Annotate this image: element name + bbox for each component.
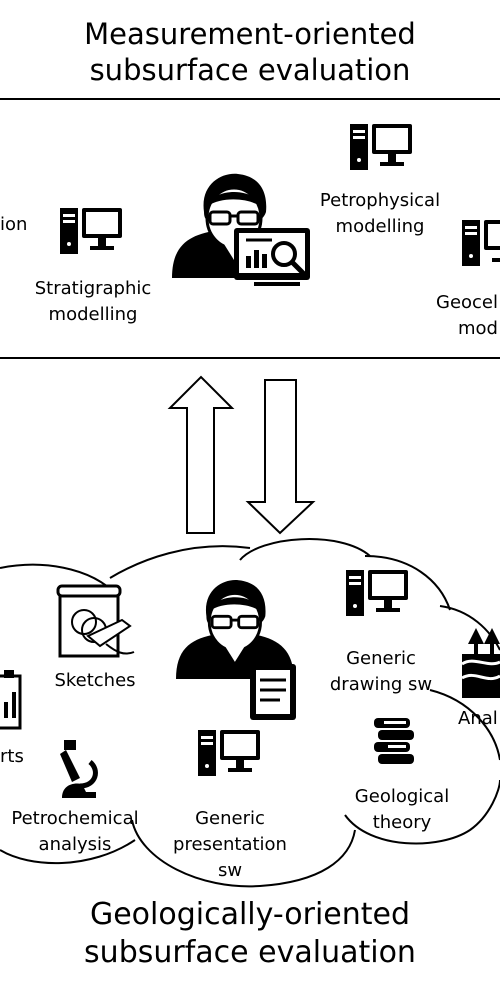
geological-theory-label: Geological theory: [354, 786, 450, 833]
cloud-shape: [0, 538, 500, 888]
reports-label: rts: [0, 746, 24, 767]
analysis-label: Anal: [458, 708, 498, 729]
top-divider: [0, 98, 500, 100]
sketch-icon: [56, 584, 135, 658]
bottom-title-line2: subsurface evaluation: [84, 935, 416, 970]
bottom-title: Geologically-oriented subsurface evaluat…: [0, 896, 500, 972]
report-icon: [0, 670, 22, 730]
computer-icon: [198, 730, 260, 776]
computer-icon: [346, 570, 408, 616]
analyst-icon: [174, 578, 296, 720]
books-icon: [374, 718, 414, 764]
analyst-icon: [170, 172, 310, 286]
top-title-line1: Measurement-oriented: [84, 17, 416, 51]
sketches-label: Sketches: [54, 670, 136, 691]
arrow-down-icon: [245, 379, 316, 535]
petrophysical-modelling-label: Petrophysical modelling: [319, 190, 441, 237]
microscope-icon: [60, 740, 98, 798]
arrow-up-icon: [167, 375, 235, 534]
geology-icon: [461, 628, 500, 698]
cut-off-label: ion: [0, 214, 28, 235]
generic-drawing-sw-label: Generic drawing sw: [329, 648, 433, 695]
bottom-divider: [0, 357, 500, 359]
generic-presentation-sw-label: Generic presentation sw: [173, 808, 287, 881]
geocellular-modelling-label: Geocel mod: [436, 292, 499, 339]
computer-icon: [350, 124, 412, 170]
top-title: Measurement-oriented subsurface evaluati…: [0, 16, 500, 88]
petrochemical-analysis-label: Petrochemical analysis: [11, 808, 139, 855]
computer-icon: [462, 220, 500, 266]
top-title-line2: subsurface evaluation: [89, 53, 411, 87]
stratigraphic-modelling-label: Stratigraphic modelling: [34, 278, 152, 325]
bottom-title-line1: Geologically-oriented: [89, 897, 411, 932]
computer-icon: [60, 208, 122, 254]
